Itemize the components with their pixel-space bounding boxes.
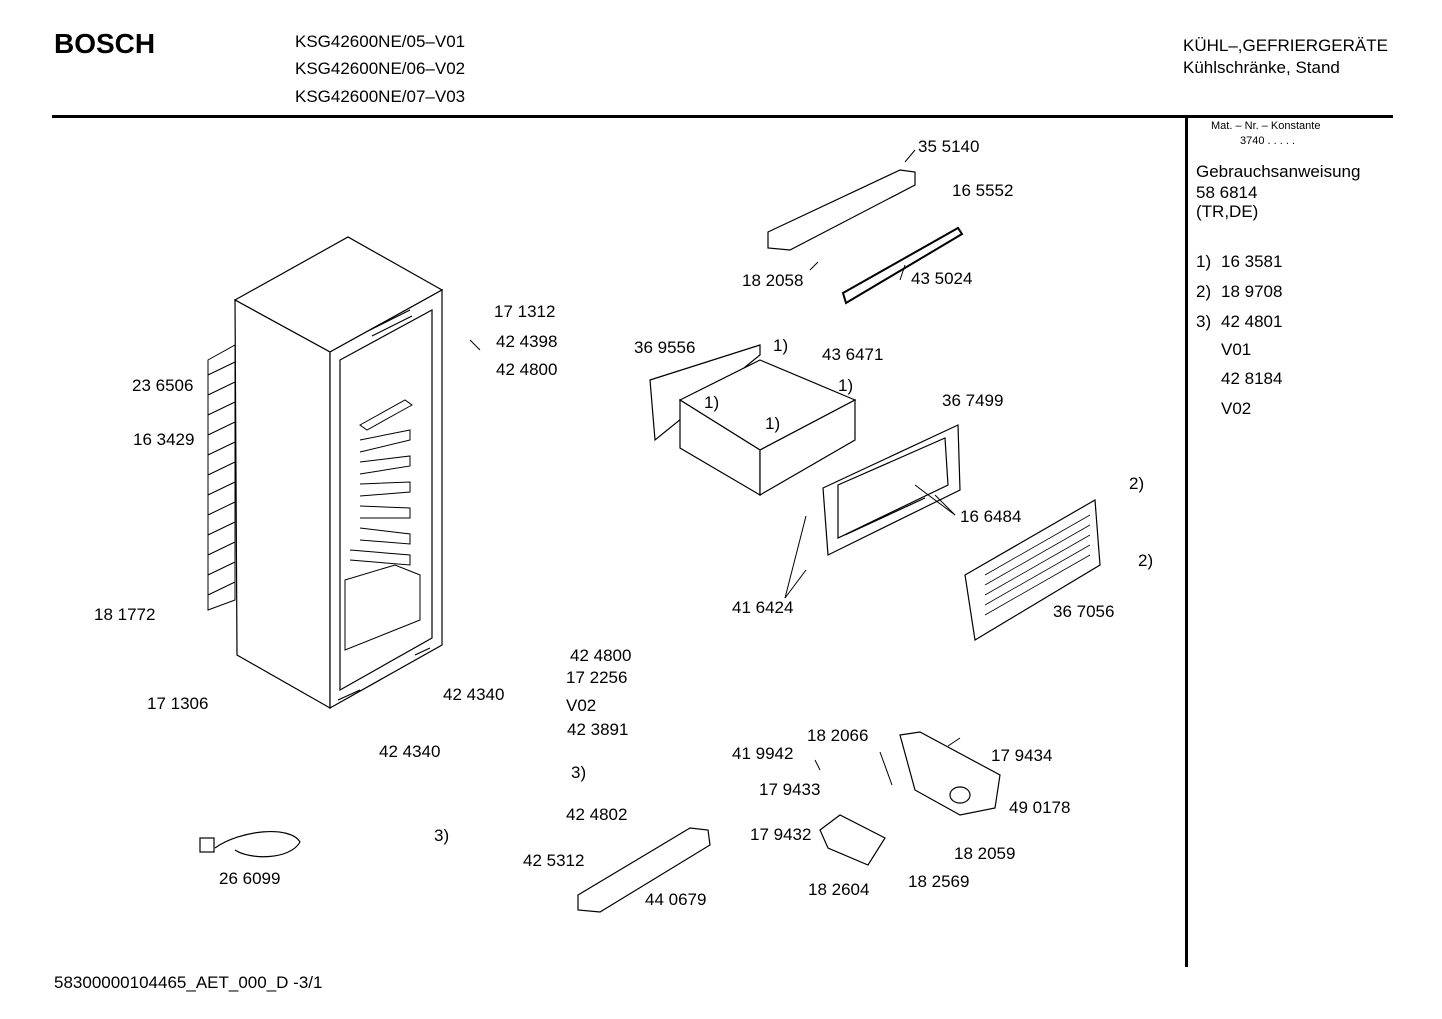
sidebar-divider [1185,117,1188,967]
strip-drawing [841,226,964,305]
part-label-435024: 43 5024 [911,269,973,288]
part-label-182569: 18 2569 [908,872,970,891]
part-label-165552: 16 5552 [952,181,1014,200]
drawer-box-drawing [649,344,857,497]
vent-grille-drawing [964,499,1101,641]
part-label-425312: 42 5312 [523,851,585,870]
document-id: 58300000104465_AET_000_D -3/1 [54,973,323,992]
brand-logo: BOSCH [54,28,156,59]
part-label-367056: 36 7056 [1053,602,1115,621]
leader-lines [469,149,961,786]
category-subtitle: Kühlschränke, Stand [1183,58,1340,77]
part-label-424802: 42 4802 [566,805,628,824]
part-label-v02: V02 [566,696,597,715]
note-1-value: 16 3581 [1221,252,1283,271]
part-label-436471: 43 6471 [822,345,884,364]
part-label-424800-top: 42 4800 [496,360,558,379]
note-v02: V02 [1221,399,1252,418]
note-3-value: 42 4801 [1221,312,1283,331]
part-label-181772: 18 1772 [94,605,156,624]
door-frame-drawing [822,424,961,556]
callout-3-a: 3) [571,763,587,782]
condenser-drawing [207,344,236,611]
model-number-2: KSG42600NE/06–V02 [295,59,466,78]
note-1-key: 1) [1196,252,1212,271]
part-label-179433: 17 9433 [759,780,821,799]
note-v01-part: 42 8184 [1221,369,1283,388]
callout-1-a: 1) [773,336,789,355]
part-label-182059: 18 2059 [954,844,1016,863]
fridge-cabinet-drawing [233,236,444,710]
part-label-416424: 41 6424 [732,598,794,617]
part-label-355140: 35 5140 [918,137,980,156]
callout-1-d: 1) [765,414,781,433]
part-label-179432: 17 9432 [750,825,812,844]
category-title: KÜHL–,GEFRIERGERÄTE [1183,36,1388,55]
part-label-179434: 17 9434 [991,746,1053,765]
manual-title: Gebrauchsanweisung [1196,162,1361,181]
part-label-369556: 36 9556 [634,338,696,357]
note-3-key: 3) [1196,312,1212,331]
part-label-266099: 26 6099 [219,869,281,888]
base-cover-drawing [577,827,711,913]
note-2-key: 2) [1196,282,1212,301]
mat-number-heading: Mat. – Nr. – Konstante [1211,120,1321,132]
part-label-440679: 44 0679 [645,890,707,909]
part-label-236506: 23 6506 [132,376,194,395]
callout-3-b: 3) [434,826,450,845]
part-label-172256: 17 2256 [566,668,628,687]
model-number-1: KSG42600NE/05–V01 [295,32,466,51]
manual-language: (TR,DE) [1196,202,1259,221]
part-label-182066: 18 2066 [807,726,869,745]
part-label-171312: 17 1312 [494,302,556,321]
lamp-housing-drawing [899,731,1001,816]
part-label-171306: 17 1306 [147,694,209,713]
manual-number: 58 6814 [1196,183,1258,202]
part-label-424340-mid: 42 4340 [443,685,505,704]
callout-1-c: 1) [704,393,720,412]
note-v01: V01 [1221,340,1252,359]
part-label-367499: 36 7499 [942,391,1004,410]
part-label-182058: 18 2058 [742,271,804,290]
part-label-424340-low: 42 4340 [379,742,441,761]
model-number-3: KSG42600NE/07–V03 [295,87,466,106]
part-label-182604: 18 2604 [808,880,870,899]
part-label-419942: 41 9942 [732,744,794,763]
note-2-value: 18 9708 [1221,282,1283,301]
part-label-423891: 42 3891 [567,720,629,739]
callout-1-b: 1) [838,376,854,395]
part-label-424800-bottom: 42 4800 [570,646,632,665]
mat-number-value: 3740 . . . . . [1240,135,1296,147]
lamp-cover-drawing [819,814,886,866]
power-cord-drawing [199,831,301,858]
top-cover-drawing [767,169,916,251]
callout-2-b: 2) [1138,551,1154,570]
part-label-163429: 16 3429 [133,430,195,449]
part-label-424398: 42 4398 [496,332,558,351]
part-label-166484: 16 6484 [960,507,1022,526]
callout-2-a: 2) [1129,474,1145,493]
header-divider [52,115,1393,118]
part-label-490178: 49 0178 [1009,798,1071,817]
